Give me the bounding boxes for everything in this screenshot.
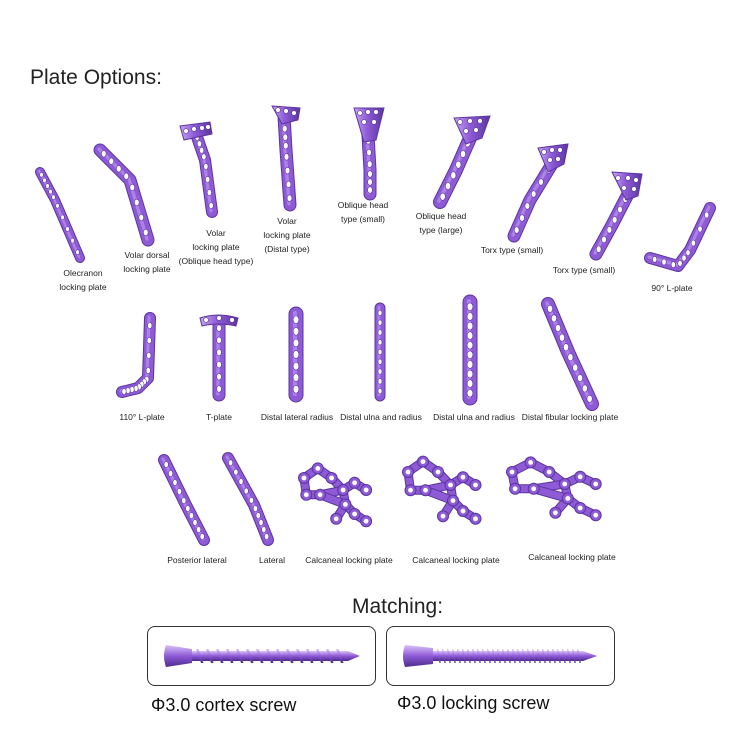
locking-screw-icon	[403, 645, 597, 667]
oblique-small-plate	[353, 107, 385, 201]
plate-label-torx-2: Torx type (small)	[552, 265, 616, 275]
plate-label-90-l: 90° L-plate	[651, 283, 693, 293]
calcaneal-plate-2	[402, 455, 482, 525]
plate-label-distal-ulna-radius-1: Distal ulna and radius	[340, 412, 422, 422]
t-plate	[199, 314, 239, 402]
plate-label-110-l: 110° L-plate	[119, 412, 165, 422]
distal-lateral-radius-plate	[288, 306, 304, 403]
plate-gallery	[35, 105, 716, 546]
distal-ulna-radius-plate-1	[374, 302, 386, 402]
l-plate-90	[644, 202, 716, 272]
volar-dorsal-plate	[93, 143, 155, 247]
plate-label-distal-fibular: Distal fibular locking plate	[521, 412, 619, 422]
plate-label-calcaneal-1: Calcaneal locking plate	[305, 555, 393, 565]
plate-label-volar-distal: Volar locking plate (Distal type)	[263, 216, 311, 254]
page-title: Plate Options:	[30, 66, 162, 89]
plate-label-distal-lateral-radius: Distal lateral radius	[260, 412, 334, 422]
plate-label-olecranon: Olecranon locking plate	[59, 268, 107, 292]
lateral-plate	[222, 452, 274, 546]
cortex-screw-icon	[164, 645, 360, 667]
cortex-screw-label: Φ3.0 cortex screw	[151, 695, 297, 715]
matching-title: Matching:	[352, 595, 444, 618]
plate-label-volar-dorsal: Volar dorsal locking plate	[123, 250, 171, 274]
volar-distal-plate	[271, 105, 301, 212]
locking-screw-card	[386, 626, 615, 686]
plate-label-calcaneal-3: Calcaneal locking plate	[528, 552, 616, 562]
plate-label-calcaneal-2: Calcaneal locking plate	[412, 555, 500, 565]
olecranon-plate	[35, 167, 85, 263]
volar-oblique-plate	[179, 121, 218, 218]
oblique-large-plate	[433, 115, 491, 209]
plate-label-lateral: Lateral	[259, 555, 285, 565]
calcaneal-plate-3	[506, 456, 602, 522]
calcaneal-plate-1	[298, 462, 373, 528]
torx-plate-1	[507, 143, 569, 243]
plate-label-volar-oblique: Volar locking plate (Oblique head type)	[178, 228, 254, 266]
plate-label-oblique-small: Oblique head type (small)	[337, 200, 389, 224]
l-plate-110	[116, 312, 156, 398]
locking-screw-label: Φ3.0 locking screw	[397, 693, 550, 713]
torx-plate-2	[589, 171, 643, 261]
plate-label-distal-ulna-radius-2: Distal ulna and radius	[433, 412, 515, 422]
plate-label-posterior-lateral: Posterior lateral	[167, 555, 227, 565]
cortex-screw-card	[147, 626, 376, 686]
plate-label-torx-1: Torx type (small)	[480, 245, 544, 255]
plate-label-oblique-large: Oblique head type (large)	[415, 211, 467, 235]
posterior-lateral-plate	[158, 454, 210, 546]
plate-label-t: T-plate	[206, 412, 232, 422]
distal-ulna-radius-plate-2	[462, 294, 478, 406]
distal-fibular-plate	[541, 297, 599, 411]
